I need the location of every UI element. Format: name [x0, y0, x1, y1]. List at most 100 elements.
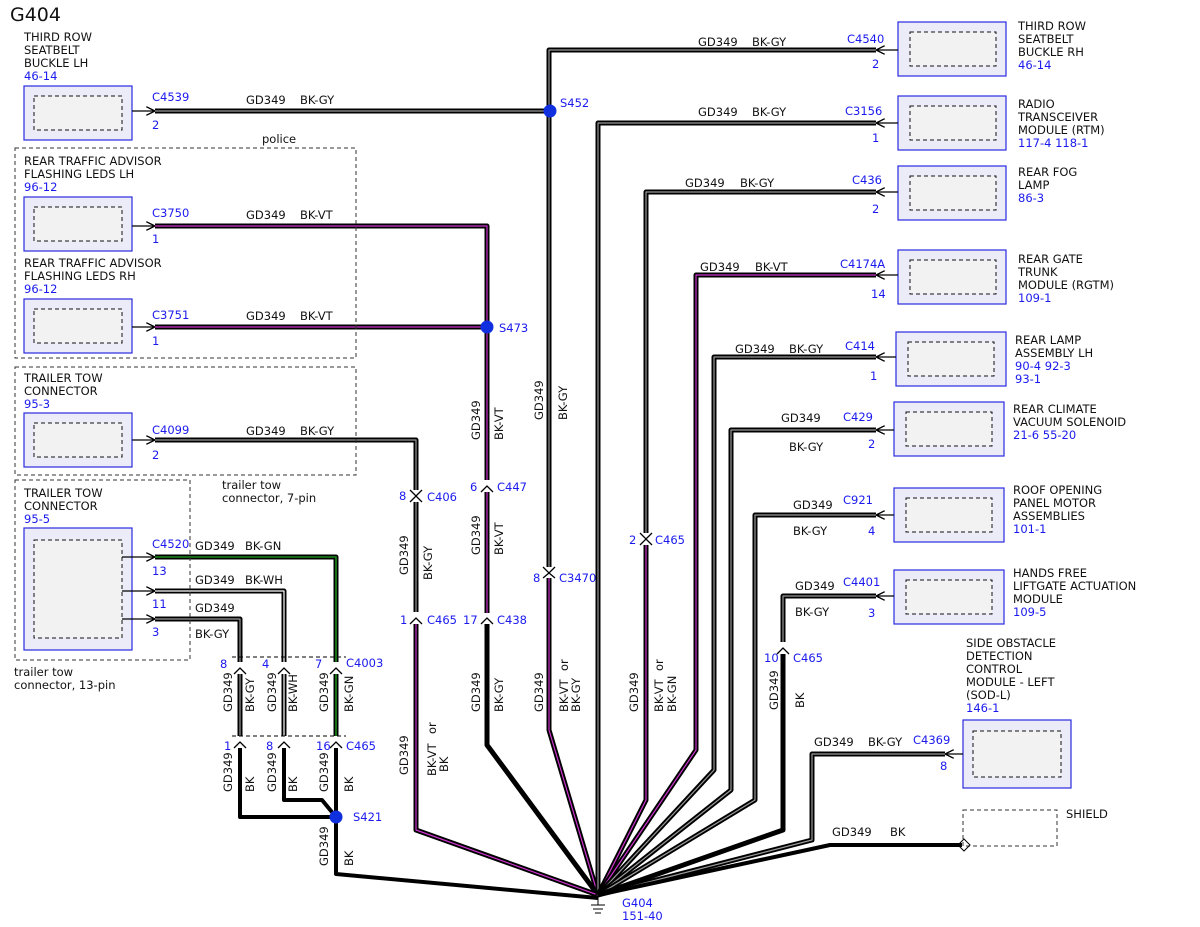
svg-text:SIDE OBSTACLE: SIDE OBSTACLE — [966, 636, 1056, 650]
svg-text:8: 8 — [399, 489, 406, 503]
svg-text:GD349: GD349 — [627, 672, 641, 712]
svg-text:THIRD ROW: THIRD ROW — [1017, 19, 1086, 33]
svg-text:BK-WH: BK-WH — [286, 674, 300, 712]
svg-text:BK-GN: BK-GN — [245, 539, 281, 553]
svg-text:GD349: GD349 — [814, 735, 854, 749]
svg-text:BK-GY: BK-GY — [789, 342, 824, 356]
svg-text:REAR TRAFFIC ADVISOR: REAR TRAFFIC ADVISOR — [24, 154, 162, 168]
pin-c4540: 2 — [872, 57, 879, 71]
tow13-note-line1: trailer tow — [14, 665, 73, 679]
svg-text:BK-VT: BK-VT — [652, 678, 666, 712]
connector-c436: C436 — [852, 173, 882, 187]
svg-text:BK-VT: BK-VT — [425, 742, 439, 776]
svg-text:SEATBELT: SEATBELT — [24, 43, 81, 57]
svg-text:S473: S473 — [499, 321, 528, 335]
svg-text:BK-GY: BK-GY — [492, 677, 506, 712]
svg-text:GD349: GD349 — [317, 672, 331, 712]
svg-text:REAR CLIMATE: REAR CLIMATE — [1013, 402, 1097, 416]
inline-connector-c438: 17 C438 — [463, 613, 527, 627]
component-rear-lamp-assembly-lh: C414 1 REAR LAMP ASSEMBLY LH 90-4 92-3 9… — [845, 331, 1093, 387]
wire-labels-horizontal: GD349 BK-GY GD349 BK-VT GD349 BK-VT GD34… — [195, 35, 906, 839]
wire-c436-g404 — [595, 189, 876, 897]
connector-c414: C414 — [845, 339, 875, 353]
splice-s452: S452 — [543, 96, 589, 118]
wire-c4540-s452 — [546, 47, 876, 111]
svg-text:GD349: GD349 — [246, 93, 286, 107]
svg-text:C3470: C3470 — [559, 571, 596, 585]
inline-connector-c465-a: 1 C465 — [400, 613, 457, 627]
pin-c436: 2 — [872, 202, 879, 216]
svg-text:95-5: 95-5 — [24, 512, 50, 526]
svg-text:GD349: GD349 — [221, 672, 235, 712]
svg-text:HANDS FREE: HANDS FREE — [1013, 566, 1087, 580]
svg-text:PANEL MOTOR: PANEL MOTOR — [1013, 496, 1096, 510]
svg-text:109-5: 109-5 — [1013, 605, 1046, 619]
svg-text:or: or — [425, 722, 439, 734]
svg-text:CONNECTOR: CONNECTOR — [24, 499, 98, 513]
svg-text:MODULE: MODULE — [1013, 592, 1063, 606]
svg-text:BK-VT: BK-VT — [300, 208, 334, 222]
wire-shield-g404 — [597, 843, 962, 897]
component-side-obstacle-detection-module: SIDE OBSTACLE DETECTION CONTROL MODULE -… — [913, 636, 1072, 789]
pin-c4539: 2 — [152, 118, 159, 132]
pin-c4520-11: 11 — [152, 597, 167, 611]
svg-text:TRAILER TOW: TRAILER TOW — [23, 486, 103, 500]
svg-text:46-14: 46-14 — [1018, 58, 1051, 72]
component-rear-traffic-advisor-rh: REAR TRAFFIC ADVISOR FLASHING LEDS RH 96… — [23, 256, 189, 354]
svg-text:BUCKLE RH: BUCKLE RH — [1018, 45, 1084, 59]
pin-c414: 1 — [870, 369, 877, 383]
pin-c921: 4 — [868, 524, 875, 538]
svg-text:DETECTION: DETECTION — [966, 649, 1033, 663]
svg-text:TRUNK: TRUNK — [1017, 265, 1058, 279]
svg-text:2: 2 — [629, 533, 636, 547]
svg-text:GD349: GD349 — [832, 825, 872, 839]
svg-text:10: 10 — [764, 651, 779, 665]
svg-text:GD349: GD349 — [246, 309, 286, 323]
pin-c4099: 2 — [152, 448, 159, 462]
svg-text:BK-GY: BK-GY — [752, 105, 787, 119]
svg-text:REAR FOG: REAR FOG — [1018, 165, 1077, 179]
tow7-note-line2: connector, 7-pin — [222, 491, 316, 505]
connector-c4401: C4401 — [843, 575, 880, 589]
svg-text:BK-VT: BK-VT — [492, 406, 506, 440]
inline-connector-c406: 8 C406 — [399, 489, 457, 504]
component-rear-gate-trunk-module: C4174A 14 REAR GATE TRUNK MODULE (RGTM) … — [840, 249, 1114, 305]
inline-connector-c465-b: 2 C465 — [629, 532, 685, 547]
component-rear-climate-vacuum-solenoid: C429 2 REAR CLIMATE VACUUM SOLENOID 21-6… — [843, 401, 1126, 457]
svg-text:BK-GY: BK-GY — [795, 605, 830, 619]
svg-text:17: 17 — [463, 613, 478, 627]
inline-connector-c447: 6 C447 — [470, 480, 527, 494]
svg-text:RADIO: RADIO — [1018, 97, 1055, 111]
svg-text:BUCKLE LH: BUCKLE LH — [24, 56, 88, 70]
pin-c4174a: 14 — [871, 287, 886, 301]
component-radio-transceiver-module: C3156 1 RADIO TRANSCEIVER MODULE (RTM) 1… — [845, 95, 1105, 151]
splice-s473: S473 — [480, 320, 528, 335]
tow7-note-line1: trailer tow — [222, 478, 281, 492]
svg-text:GD349: GD349 — [469, 400, 483, 440]
pin-c4520-13: 13 — [152, 564, 167, 578]
svg-text:GD349: GD349 — [532, 672, 546, 712]
svg-text:BK-GY: BK-GY — [421, 545, 435, 580]
svg-text:BK: BK — [342, 850, 356, 866]
svg-text:BK: BK — [286, 776, 300, 792]
svg-text:REAR TRAFFIC ADVISOR: REAR TRAFFIC ADVISOR — [24, 256, 162, 270]
svg-text:GD349: GD349 — [793, 498, 833, 512]
ground-ref: 151-40 — [622, 909, 663, 923]
svg-text:LIFTGATE ACTUATION: LIFTGATE ACTUATION — [1013, 579, 1136, 593]
connector-c4539: C4539 — [152, 90, 189, 104]
pin-c4401: 3 — [868, 606, 875, 620]
tow13-note-line2: connector, 13-pin — [14, 678, 115, 692]
svg-text:or: or — [557, 659, 571, 671]
svg-text:16: 16 — [316, 739, 331, 753]
svg-text:C438: C438 — [497, 613, 527, 627]
svg-text:1: 1 — [400, 613, 407, 627]
svg-text:GD349: GD349 — [195, 601, 235, 615]
diagram-title: G404 — [10, 4, 61, 26]
svg-text:C4003: C4003 — [346, 656, 383, 670]
wire-c465-s421 — [238, 748, 338, 819]
svg-text:GD349: GD349 — [265, 752, 279, 792]
svg-text:93-1: 93-1 — [1015, 372, 1041, 386]
svg-text:86-3: 86-3 — [1018, 191, 1044, 205]
connector-c4174a: C4174A — [840, 257, 885, 271]
